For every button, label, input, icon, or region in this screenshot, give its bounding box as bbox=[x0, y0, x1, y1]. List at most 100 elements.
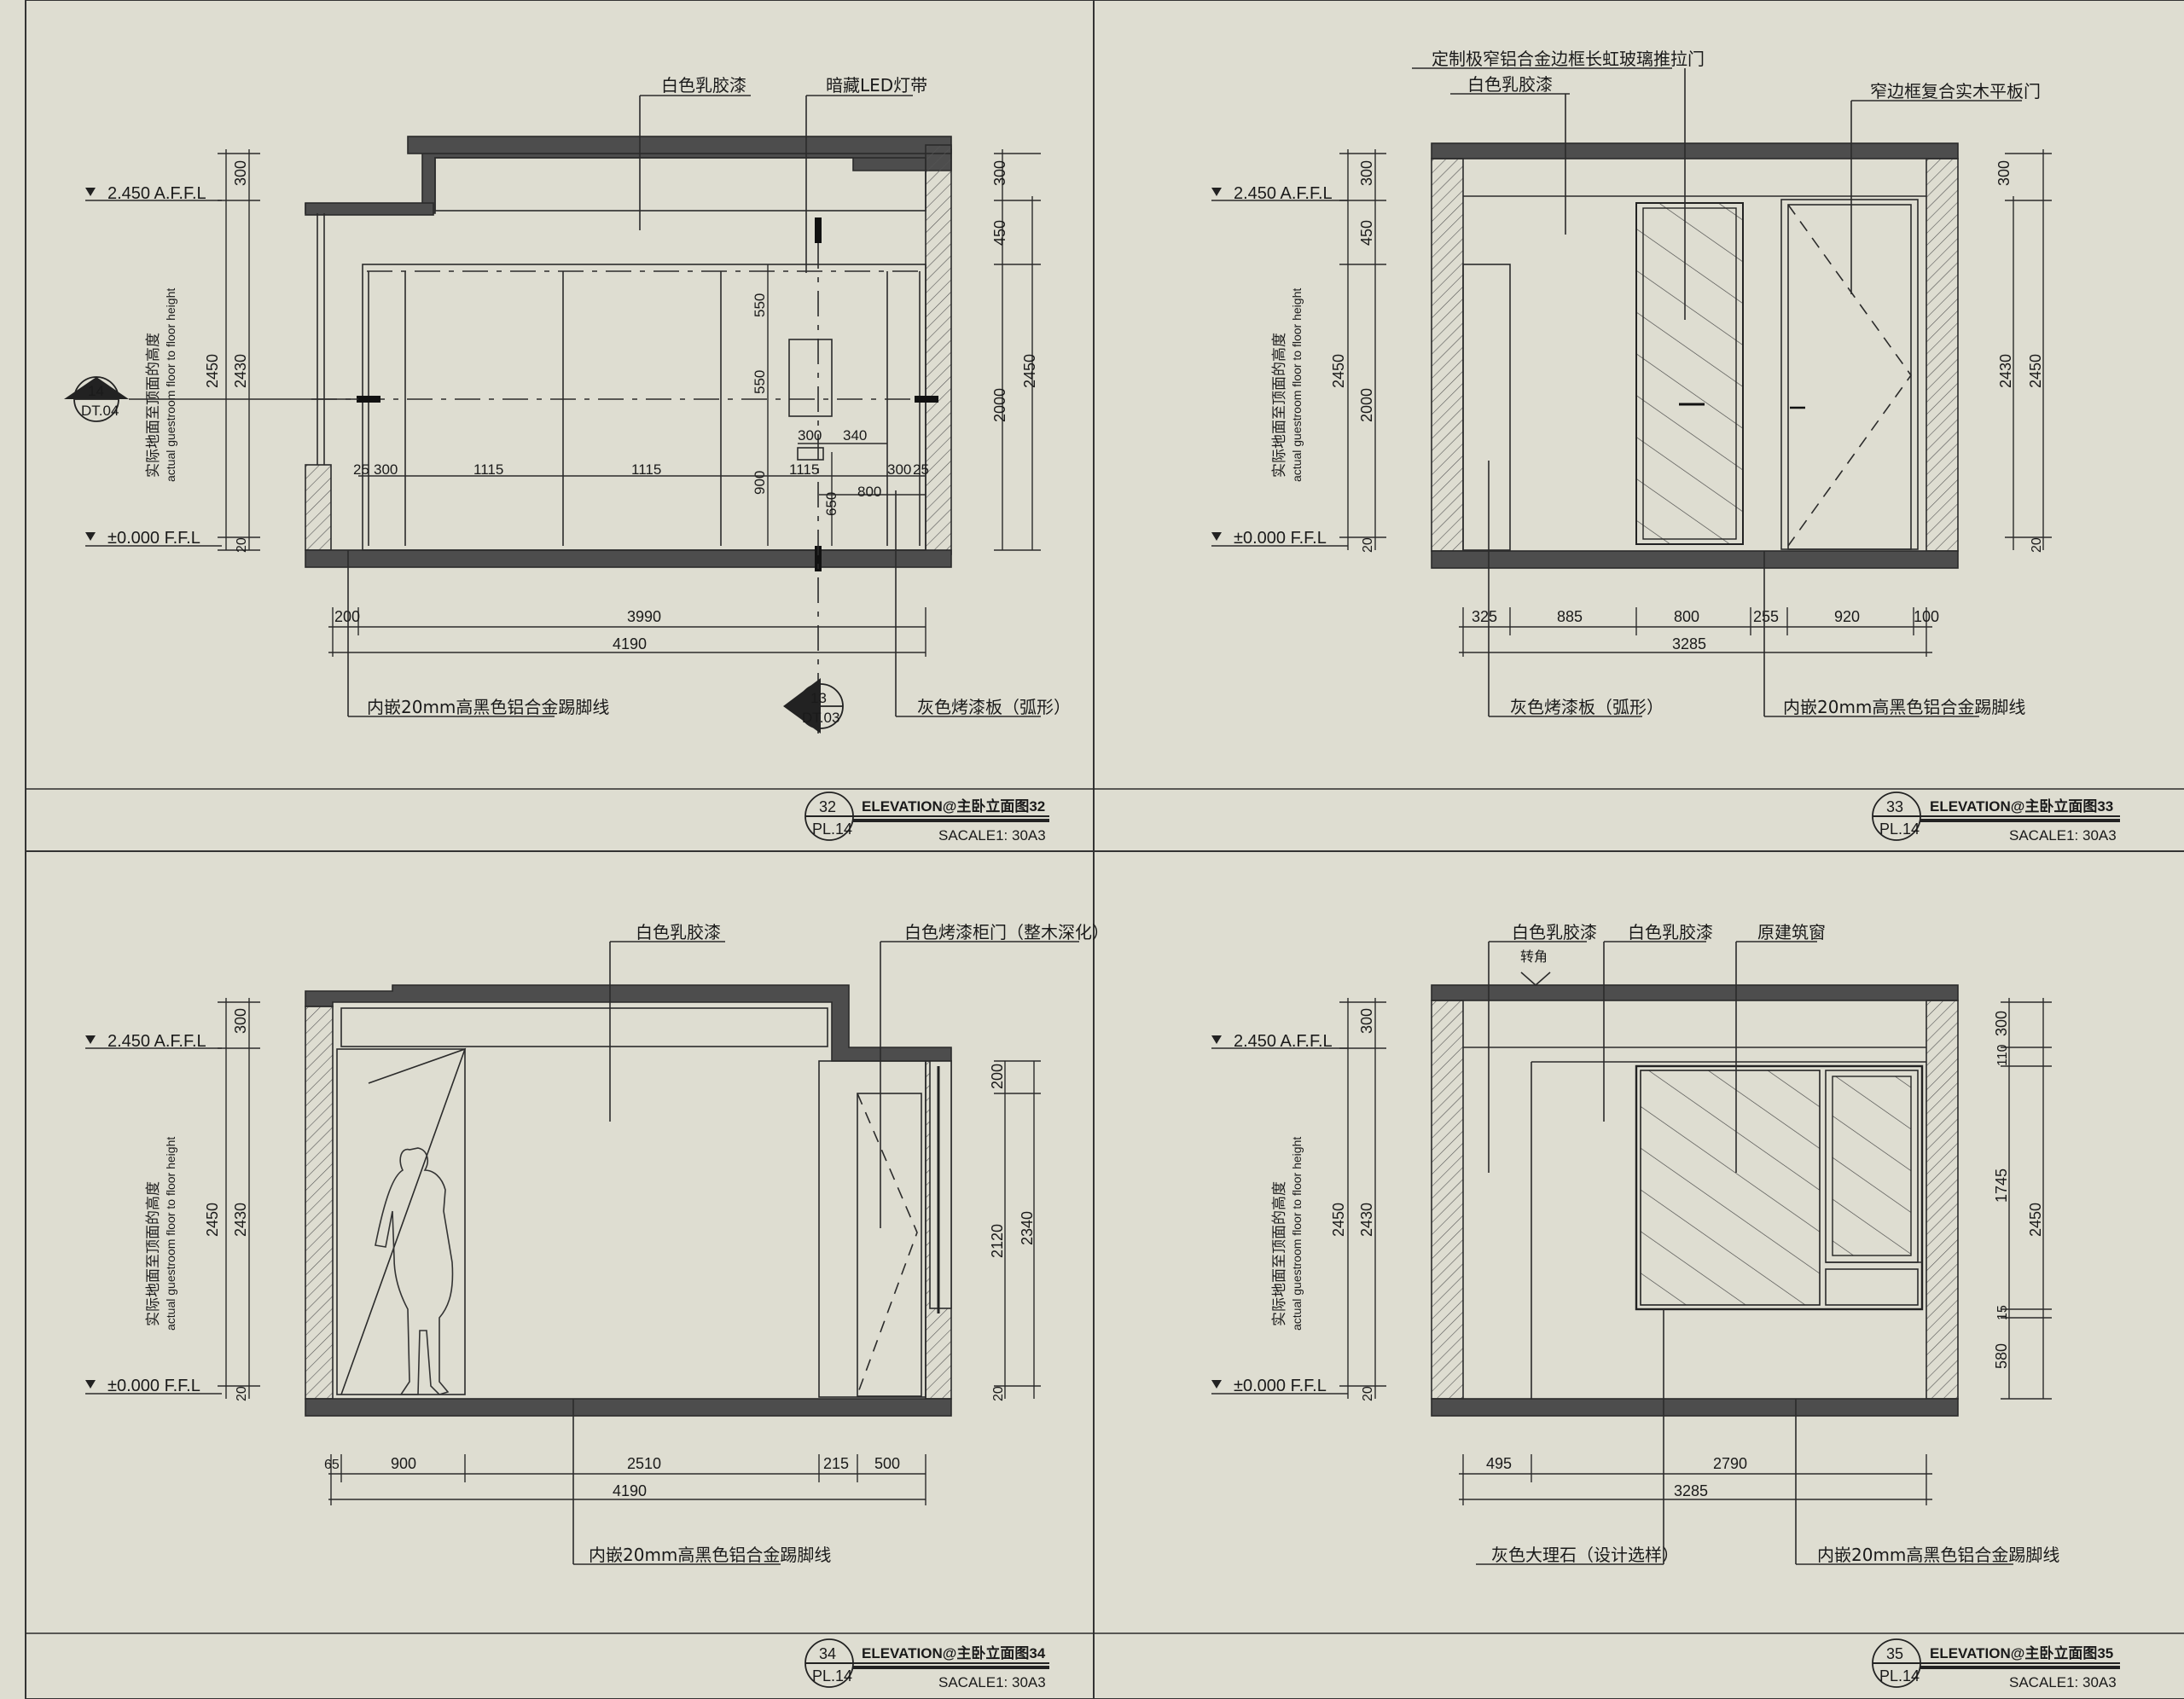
svg-text:内嵌20mm高黑色铝合金踢脚线: 内嵌20mm高黑色铝合金踢脚线 bbox=[1817, 1545, 2059, 1565]
svg-text:白色乳胶漆: 白色乳胶漆 bbox=[636, 922, 721, 942]
svg-text:32: 32 bbox=[819, 798, 836, 815]
vertical-note-en: actual guestroom floor to floor height bbox=[164, 288, 177, 482]
svg-text:实际地面至顶面的高度: 实际地面至顶面的高度 bbox=[1271, 1181, 1288, 1326]
sheet-frame bbox=[25, 0, 2184, 1699]
svg-text:白色乳胶漆: 白色乳胶漆 bbox=[1628, 922, 1713, 942]
svg-text:2430: 2430 bbox=[1358, 1203, 1375, 1237]
level-marker-bottom: ±0.000 F.F.L bbox=[1211, 529, 1348, 548]
left-dimension-chain: 300 2450 2430 20 bbox=[1330, 998, 1386, 1401]
svg-text:转角: 转角 bbox=[1520, 948, 1548, 965]
dim-2430: 2430 bbox=[232, 354, 249, 388]
label-led-strip: 暗藏LED灯带 bbox=[826, 75, 927, 96]
level-bottom-label: ±0.000 F.F.L bbox=[107, 529, 200, 548]
svg-text:实际地面至顶面的高度: 实际地面至顶面的高度 bbox=[1271, 333, 1288, 478]
svg-text:450: 450 bbox=[991, 220, 1008, 246]
svg-text:15: 15 bbox=[1995, 1305, 2010, 1320]
title-block-35: 35 PL.14 ELEVATION@主卧立面图35 SACALE1: 30A3 bbox=[1872, 1638, 2120, 1690]
dim-300: 300 bbox=[232, 160, 249, 186]
svg-text:2450: 2450 bbox=[1330, 1203, 1347, 1237]
svg-text:内嵌20mm高黑色铝合金踢脚线: 内嵌20mm高黑色铝合金踢脚线 bbox=[1783, 697, 2025, 717]
svg-text:20: 20 bbox=[1361, 1386, 1375, 1401]
right-dimension-chain: 300 2430 2450 20 bbox=[1995, 149, 2052, 553]
svg-text:原建筑窗: 原建筑窗 bbox=[1757, 922, 1826, 942]
svg-text:300: 300 bbox=[1995, 160, 2013, 186]
svg-text:20: 20 bbox=[235, 1386, 249, 1401]
svg-text:885: 885 bbox=[1557, 608, 1583, 625]
svg-text:13: 13 bbox=[810, 690, 827, 706]
svg-text:2450: 2450 bbox=[2027, 354, 2044, 388]
floor-slab bbox=[305, 1398, 952, 1417]
svg-text:215: 215 bbox=[823, 1455, 849, 1472]
svg-text:PL.14: PL.14 bbox=[812, 1667, 852, 1685]
svg-text:300: 300 bbox=[887, 461, 911, 478]
human-silhouette bbox=[375, 1147, 454, 1395]
level-marker-bottom: ±0.000 F.F.L bbox=[85, 529, 222, 548]
svg-text:实际地面至顶面的高度: 实际地面至顶面的高度 bbox=[145, 1181, 162, 1326]
left-wall bbox=[1431, 1000, 1464, 1400]
svg-text:DT.03: DT.03 bbox=[802, 710, 839, 726]
svg-text:2.450 A.F.F.L: 2.450 A.F.F.L bbox=[1234, 1032, 1333, 1051]
svg-text:300: 300 bbox=[374, 461, 398, 478]
svg-text:白色乳胶漆: 白色乳胶漆 bbox=[1467, 74, 1553, 95]
dim-550b: 550 bbox=[752, 370, 768, 394]
left-dimension-chain: 300 450 2450 2000 20 bbox=[1330, 149, 1386, 553]
svg-text:300: 300 bbox=[798, 427, 822, 444]
svg-text:actual guestroom floor to floo: actual guestroom floor to floor height bbox=[164, 1137, 177, 1331]
bottom-dimension-chain: 200 3990 4190 bbox=[328, 607, 926, 657]
svg-text:白色烤漆柜门（整木深化）: 白色烤漆柜门（整木深化） bbox=[904, 922, 1109, 942]
svg-text:110: 110 bbox=[1995, 1044, 2010, 1066]
headboard-wall bbox=[362, 264, 926, 551]
svg-text:3285: 3285 bbox=[1672, 635, 1706, 652]
elevation-panel-32: 2.450 A.F.F.L ±0.000 F.F.L 实际地面至顶面的高度 ac… bbox=[64, 75, 1071, 844]
svg-text:灰色烤漆板（弧形）: 灰色烤漆板（弧形） bbox=[1510, 697, 1664, 717]
svg-text:actual guestroom floor to floo: actual guestroom floor to floor height bbox=[1290, 288, 1304, 482]
svg-text:ELEVATION@主卧立面图32: ELEVATION@主卧立面图32 bbox=[862, 797, 1045, 815]
svg-text:PL.14: PL.14 bbox=[1879, 1667, 1920, 1685]
svg-text:4190: 4190 bbox=[613, 635, 647, 652]
svg-text:SACALE1: 30A3: SACALE1: 30A3 bbox=[2009, 827, 2117, 844]
sliding-glass-door bbox=[1635, 202, 1744, 545]
svg-text:灰色大理石（设计选样）: 灰色大理石（设计选样） bbox=[1491, 1545, 1679, 1565]
svg-text:actual guestroom floor to floo: actual guestroom floor to floor height bbox=[1290, 1137, 1304, 1331]
label-white-paint: 白色乳胶漆 bbox=[661, 75, 746, 96]
right-wall bbox=[1926, 1000, 1959, 1400]
level-marker-top: 2.450 A.F.F.L bbox=[85, 184, 222, 203]
floor-slab bbox=[305, 549, 952, 568]
svg-text:DT.04: DT.04 bbox=[81, 403, 119, 419]
label-gray-lacquer: 灰色烤漆板（弧形） bbox=[917, 697, 1071, 717]
right-wall bbox=[925, 144, 952, 555]
svg-text:20: 20 bbox=[2030, 537, 2044, 553]
svg-text:325: 325 bbox=[1472, 608, 1497, 625]
svg-text:内嵌20mm高黑色铝合金踢脚线: 内嵌20mm高黑色铝合金踢脚线 bbox=[589, 1545, 831, 1565]
svg-text:25: 25 bbox=[353, 461, 369, 478]
svg-text:25: 25 bbox=[913, 461, 929, 478]
svg-text:34: 34 bbox=[819, 1645, 836, 1662]
svg-text:580: 580 bbox=[1993, 1343, 2010, 1369]
svg-text:PL.14: PL.14 bbox=[812, 821, 852, 838]
left-wall bbox=[1431, 158, 1464, 552]
row-dimension-chain: 25 300 1115 1115 1115 300 25 300 340 800 bbox=[353, 427, 929, 500]
dim-2450: 2450 bbox=[204, 354, 221, 388]
svg-text:2340: 2340 bbox=[1019, 1211, 1036, 1245]
svg-text:20: 20 bbox=[991, 1386, 1006, 1401]
ceiling-slab bbox=[1431, 142, 1959, 159]
annotations: 白色乳胶漆 暗藏LED灯带 内嵌20mm高黑色铝合金踢脚线 灰色烤漆板（弧形） bbox=[347, 75, 1071, 717]
ceiling-slab bbox=[1431, 984, 1959, 1001]
floor-slab bbox=[1431, 1398, 1959, 1417]
svg-text:100: 100 bbox=[1914, 608, 1939, 625]
svg-text:ELEVATION@主卧立面图35: ELEVATION@主卧立面图35 bbox=[1930, 1644, 2113, 1661]
svg-text:3990: 3990 bbox=[627, 608, 661, 625]
svg-text:800: 800 bbox=[857, 484, 881, 500]
level-marker-bottom: ±0.000 F.F.L bbox=[85, 1377, 222, 1395]
svg-text:ELEVATION@主卧立面图34: ELEVATION@主卧立面图34 bbox=[862, 1644, 1046, 1661]
bottom-dimension-chain: 325 885 800 255 920 100 3285 bbox=[1459, 607, 1939, 657]
callout-13: 13 DT.03 bbox=[783, 678, 844, 734]
left-dimension-chain: 300 2450 2430 20 bbox=[204, 998, 260, 1401]
svg-text:340: 340 bbox=[843, 427, 867, 444]
title-block-32: 32 PL.14 ELEVATION@主卧立面图32 SACALE1: 30A3 bbox=[804, 792, 1049, 844]
svg-text:1115: 1115 bbox=[631, 461, 661, 478]
svg-text:2430: 2430 bbox=[1997, 354, 2014, 388]
svg-text:2510: 2510 bbox=[627, 1455, 661, 1472]
annotations: 白色乳胶漆 转角 白色乳胶漆 原建筑窗 灰色大理石（设计选样） 内嵌20mm高黑… bbox=[1476, 922, 2059, 1565]
